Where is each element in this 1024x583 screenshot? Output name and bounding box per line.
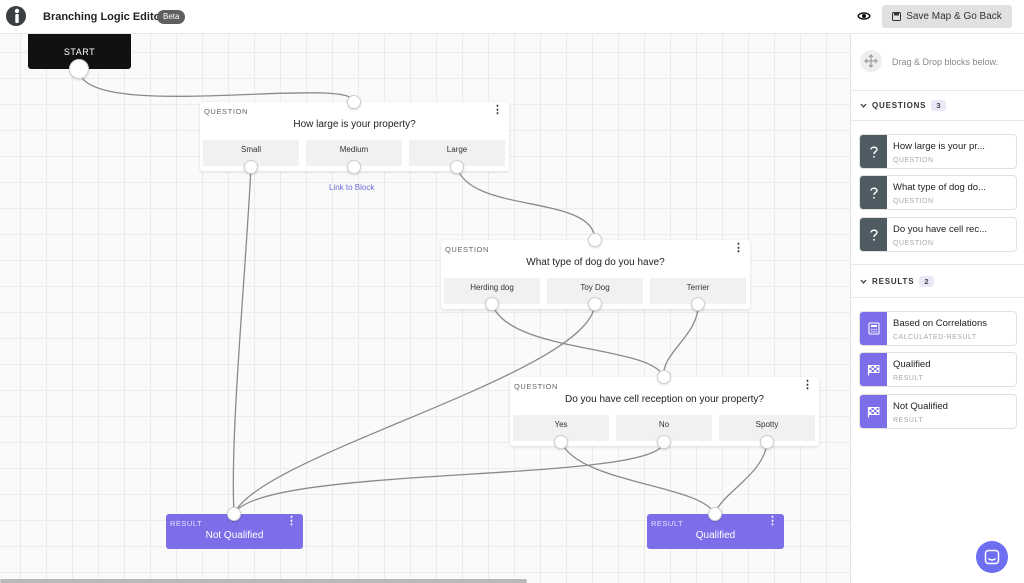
flow-canvas[interactable]: START QUESTION ⋮ How large is your prope…: [0, 34, 850, 583]
block-palette-sidebar: Drag & Drop blocks below. QUESTIONS 3 Ho…: [850, 34, 1024, 583]
question-text: Do you have cell reception on your prope…: [564, 394, 764, 405]
option-large[interactable]: Large: [409, 140, 505, 166]
wire-spotty-qualified: [714, 441, 768, 515]
palette-question-item[interactable]: What type of dog do... QUESTION: [859, 175, 1017, 210]
palette-item-subtitle: CALCULATED-RESULT: [893, 334, 977, 341]
question-tag: QUESTION: [204, 107, 248, 116]
large-output-port[interactable]: [450, 160, 464, 174]
toy-output-port[interactable]: [588, 297, 602, 311]
result-block-qualified[interactable]: RESULT ⋮ Qualified: [647, 514, 784, 549]
chevron-down-icon: [860, 279, 867, 284]
chat-icon: [984, 549, 1000, 565]
palette-item-title: Not Qualified: [893, 401, 948, 412]
wire-yes-qualified: [560, 441, 716, 515]
q2-input-port[interactable]: [588, 233, 602, 247]
drag-hint-text: Drag & Drop blocks below.: [892, 57, 999, 67]
start-output-port[interactable]: [69, 59, 89, 79]
terrier-output-port[interactable]: [691, 297, 705, 311]
link-to-block-link[interactable]: Link to Block: [329, 183, 375, 192]
checkered-flag-icon: [860, 395, 887, 428]
questions-count-badge: 3: [931, 100, 947, 111]
palette-result-item[interactable]: Based on Correlations CALCULATED-RESULT: [859, 311, 1017, 346]
question-mark-icon: [860, 176, 887, 209]
wire-no-notqualified: [233, 441, 665, 515]
palette-item-subtitle: QUESTION: [893, 157, 934, 164]
palette-item-title: What type of dog do...: [893, 182, 986, 193]
wire-small-notqualified: [232, 166, 252, 515]
wire-start-q1: [78, 68, 355, 103]
results-count-badge: 2: [919, 276, 935, 287]
preview-eye-icon[interactable]: [857, 10, 871, 22]
palette-item-subtitle: RESULT: [893, 417, 924, 424]
palette-item-title: Based on Correlations: [893, 318, 987, 329]
chevron-down-icon: [860, 103, 867, 108]
result-block-not-qualified[interactable]: RESULT ⋮ Not Qualified: [166, 514, 303, 549]
q3-input-port[interactable]: [657, 370, 671, 384]
more-menu-icon[interactable]: ⋮: [286, 515, 297, 527]
result-text: Not Qualified: [205, 530, 264, 541]
option-toy-dog[interactable]: Toy Dog: [547, 278, 643, 304]
yes-output-port[interactable]: [554, 435, 568, 449]
more-menu-icon[interactable]: ⋮: [767, 515, 778, 527]
results-section-header[interactable]: RESULTS 2: [860, 276, 935, 287]
palette-item-subtitle: QUESTION: [893, 198, 934, 205]
chat-support-button[interactable]: [976, 541, 1008, 573]
more-menu-icon[interactable]: ⋮: [492, 104, 503, 116]
divider: [851, 90, 1024, 91]
palette-item-title: How large is your pr...: [893, 141, 985, 152]
palette-item-title: Qualified: [893, 359, 931, 370]
drag-move-icon: [860, 50, 882, 72]
spotty-output-port[interactable]: [760, 435, 774, 449]
palette-question-item[interactable]: How large is your pr... QUESTION: [859, 134, 1017, 169]
result-tag: RESULT: [170, 519, 203, 528]
question-block-cell-reception[interactable]: QUESTION ⋮ Do you have cell reception on…: [510, 377, 819, 446]
not-qualified-input-port[interactable]: [227, 507, 241, 521]
save-map-button[interactable]: Save Map & Go Back: [882, 5, 1012, 28]
qualified-input-port[interactable]: [708, 507, 722, 521]
wire-large-q2: [456, 166, 596, 241]
palette-item-subtitle: QUESTION: [893, 240, 934, 247]
palette-result-item[interactable]: Not Qualified RESULT: [859, 394, 1017, 429]
wire-terrier-q3: [663, 303, 699, 378]
connection-lines: [78, 68, 768, 515]
question-tag: QUESTION: [445, 245, 489, 254]
top-bar: Branching Logic Editor Beta Save Map & G…: [0, 0, 1024, 34]
calculator-icon: [860, 312, 887, 345]
checkered-flag-icon: [860, 353, 887, 386]
result-tag: RESULT: [651, 519, 684, 528]
question-tag: QUESTION: [514, 382, 558, 391]
palette-item-subtitle: RESULT: [893, 375, 924, 382]
palette-question-item[interactable]: Do you have cell rec... QUESTION: [859, 217, 1017, 252]
wire-toy-notqualified: [233, 303, 596, 515]
divider: [851, 120, 1024, 121]
question-text: How large is your property?: [293, 119, 416, 130]
no-output-port[interactable]: [657, 435, 671, 449]
divider: [851, 264, 1024, 265]
beta-badge: Beta: [157, 10, 186, 24]
canvas-horizontal-scrollbar[interactable]: [0, 579, 527, 583]
questions-section-header[interactable]: QUESTIONS 3: [860, 100, 947, 111]
save-map-label: Save Map & Go Back: [906, 11, 1002, 22]
herding-output-port[interactable]: [485, 297, 499, 311]
more-menu-icon[interactable]: ⋮: [733, 242, 744, 254]
results-section-label: RESULTS: [872, 277, 915, 286]
palette-result-item[interactable]: Qualified RESULT: [859, 352, 1017, 387]
more-menu-icon[interactable]: ⋮: [802, 379, 813, 391]
app-logo-icon: [6, 6, 26, 26]
question-text: What type of dog do you have?: [526, 257, 665, 268]
divider: [851, 297, 1024, 298]
palette-item-title: Do you have cell rec...: [893, 224, 987, 235]
question-mark-icon: [860, 135, 887, 168]
q1-input-port[interactable]: [347, 95, 361, 109]
wire-herding-q3: [491, 303, 665, 378]
small-output-port[interactable]: [244, 160, 258, 174]
medium-output-port[interactable]: [347, 160, 361, 174]
question-mark-icon: [860, 218, 887, 251]
result-text: Qualified: [695, 530, 736, 541]
questions-section-label: QUESTIONS: [872, 101, 927, 110]
app-title: Branching Logic Editor: [43, 11, 165, 23]
save-disk-icon: [892, 12, 902, 21]
